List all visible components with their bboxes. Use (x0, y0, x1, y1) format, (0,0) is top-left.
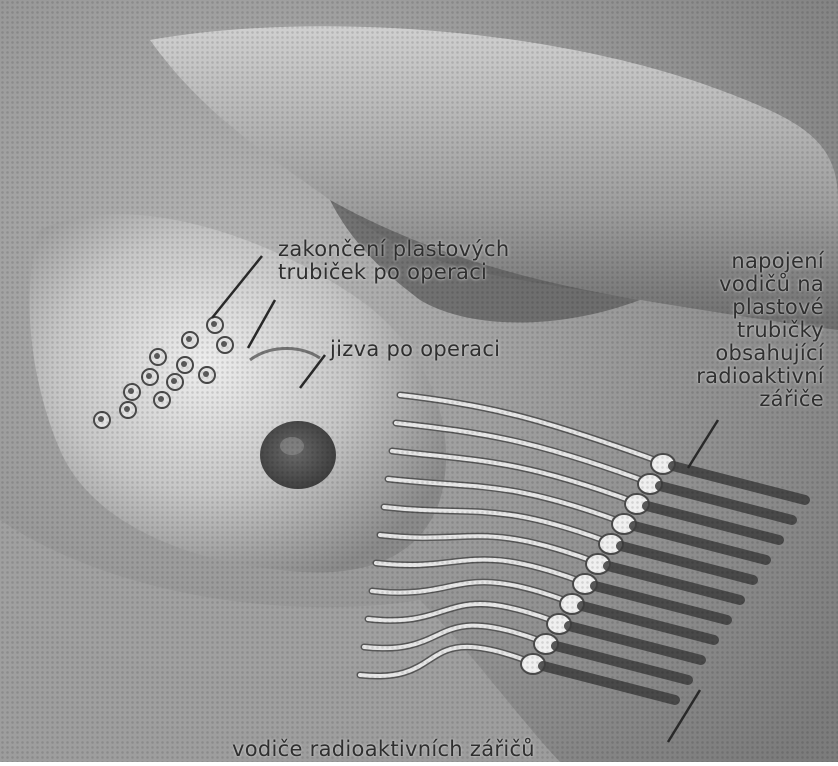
tube-end-hole-12 (98, 416, 104, 422)
label-tube-ends-line-2: trubiček po operaci (278, 261, 510, 284)
label-scar-text: jizva po operaci (330, 337, 500, 361)
label-tube-ends-line-1: zakončení plastových (278, 238, 510, 261)
label-connection: napojení vodičů na plastové trubičky obs… (696, 250, 824, 411)
tube-end-hole-2 (186, 336, 192, 342)
label-connection-line-6: radioaktivní (696, 365, 824, 388)
nipple (260, 421, 336, 489)
label-tube-ends: zakončení plastových trubiček po operaci (278, 238, 510, 284)
tube-end-hole-11 (124, 406, 130, 412)
label-connection-line-2: vodičů na (696, 273, 824, 296)
label-connection-line-3: plastové (696, 296, 824, 319)
label-connection-line-5: obsahující (696, 342, 824, 365)
tube-end-hole-1 (211, 321, 217, 327)
label-scar: jizva po operaci (330, 338, 500, 361)
tube-end-hole-7 (146, 373, 152, 379)
tube-end-hole-3 (221, 341, 227, 347)
tube-end-hole-6 (203, 371, 209, 377)
label-connection-line-4: trubičky (696, 319, 824, 342)
label-wires: vodiče radioaktivních zářičů (232, 738, 535, 761)
tube-end-hole-5 (181, 361, 187, 367)
tube-end-hole-4 (154, 353, 160, 359)
label-connection-line-7: zářiče (696, 388, 824, 411)
tube-end-hole-9 (128, 388, 134, 394)
tube-end-hole-8 (171, 378, 177, 384)
label-connection-line-1: napojení (696, 250, 824, 273)
tube-end-hole-10 (158, 396, 164, 402)
label-wires-text: vodiče radioaktivních zářičů (232, 737, 535, 761)
nipple-highlight (280, 437, 304, 455)
